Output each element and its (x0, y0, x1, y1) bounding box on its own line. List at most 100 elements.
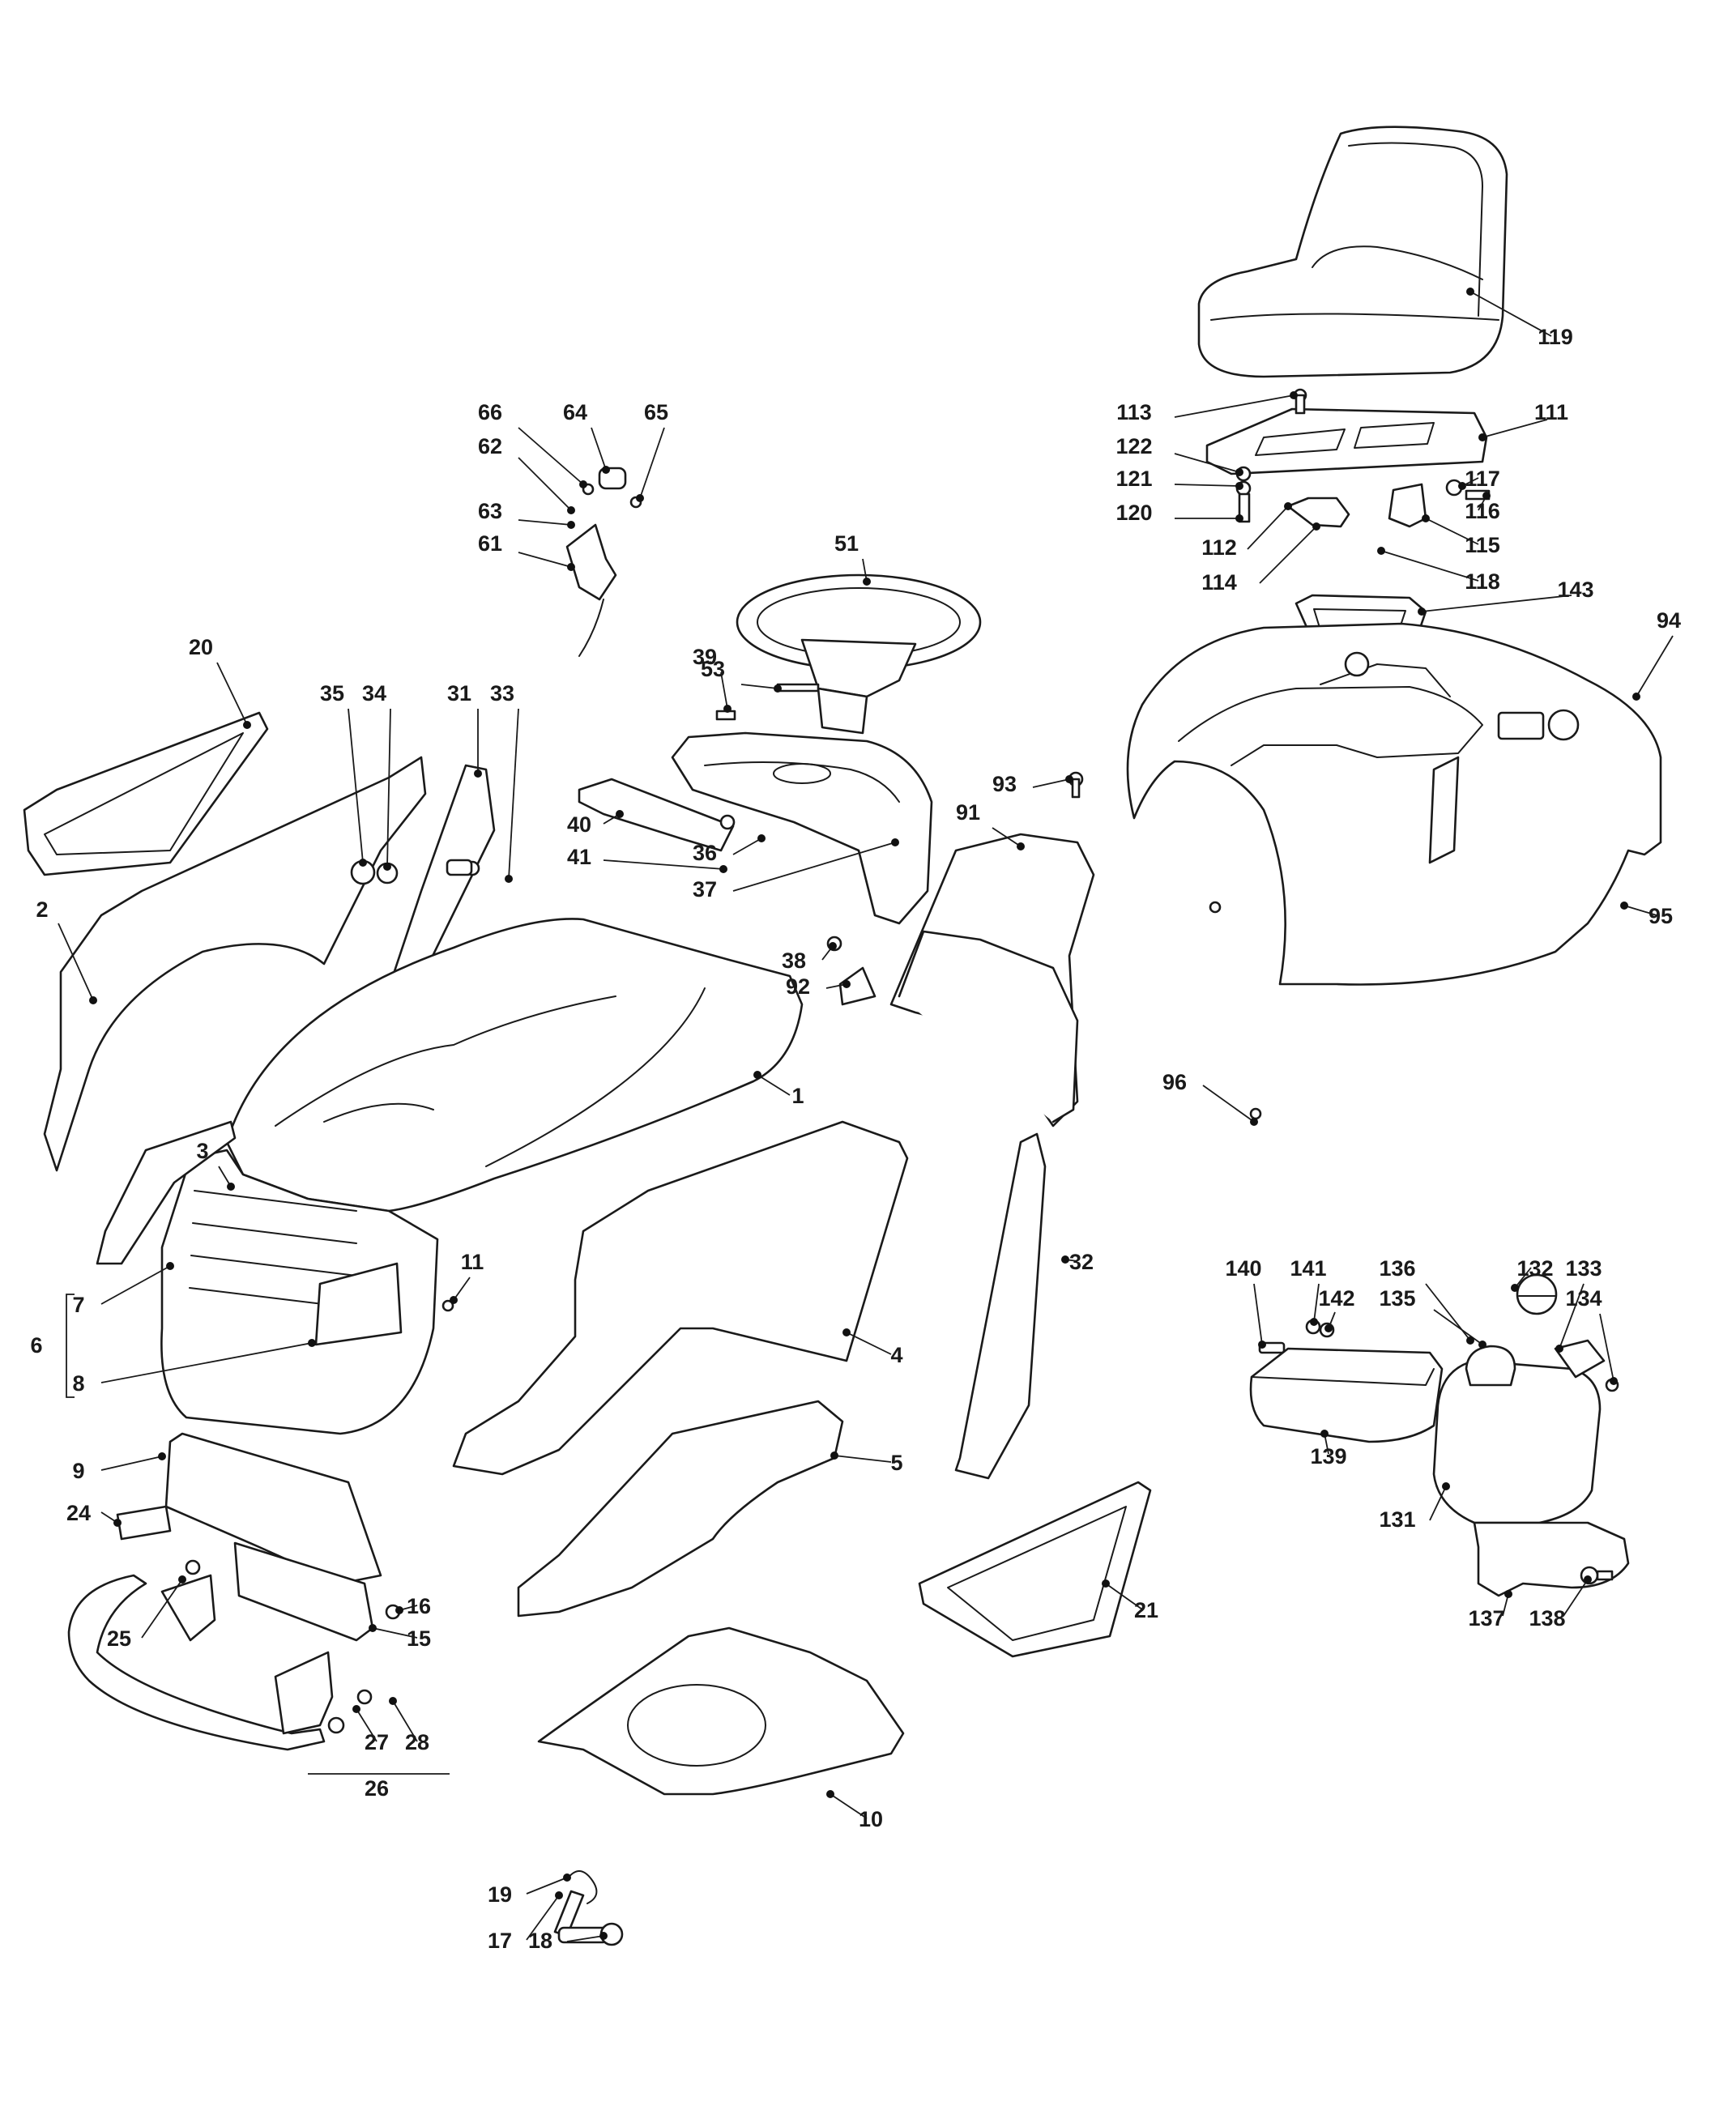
callout-27: 27 (352, 1705, 389, 1754)
leader-dot (1102, 1579, 1110, 1588)
leader-dot (1065, 775, 1073, 783)
callout-label: 117 (1465, 467, 1500, 491)
callout-label: 122 (1115, 434, 1152, 458)
tank-cover-part (1249, 1347, 1444, 1443)
leader-dot (158, 1452, 166, 1460)
leader-dot (891, 838, 899, 846)
leader-dot (1511, 1284, 1519, 1292)
callout-label: 140 (1225, 1256, 1261, 1281)
callout-66: 66 (478, 400, 587, 488)
callout-label: 6 (30, 1333, 42, 1358)
callout-62: 62 (478, 434, 575, 514)
callout-label: 41 (567, 845, 591, 869)
callout-7: 7 (72, 1262, 174, 1317)
front-bracket-part (96, 1120, 237, 1265)
callout-label: 9 (72, 1459, 84, 1483)
seat-plate-part (1205, 388, 1491, 528)
leader-line (100, 1265, 171, 1305)
callout-label: 138 (1529, 1606, 1565, 1630)
leader-line (1421, 595, 1572, 612)
underpan-part (537, 1626, 905, 1796)
bracket-part (578, 778, 735, 852)
leader-dot (474, 769, 482, 778)
fastener-parts (185, 710, 1614, 1705)
leader-line (1469, 291, 1552, 337)
callout-32: 32 (1061, 1250, 1094, 1274)
leader-dot (602, 466, 610, 474)
leader-line (1380, 550, 1479, 582)
leader-line (757, 1074, 791, 1096)
callout-94: 94 (1632, 608, 1681, 701)
callout-label: 53 (701, 657, 725, 681)
callout-label: 65 (644, 400, 668, 424)
leader-line (1429, 1486, 1447, 1521)
callout-label: 96 (1162, 1070, 1187, 1094)
callout-114: 114 (1201, 522, 1320, 595)
callout-61: 61 (478, 531, 575, 571)
callout-95: 95 (1620, 902, 1673, 928)
leader-line (1174, 484, 1240, 487)
leader-line (58, 923, 94, 1001)
leader-line (1636, 635, 1674, 697)
leader-dot (830, 1451, 838, 1460)
leader-line (1482, 419, 1548, 438)
callout-131: 131 (1379, 1482, 1450, 1532)
leader-dot (89, 996, 97, 1004)
callout-label: 16 (407, 1594, 431, 1618)
callout-28: 28 (389, 1697, 429, 1754)
callout-label: 1 (791, 1084, 804, 1108)
leader-dot (719, 865, 727, 873)
leader-line (732, 838, 762, 855)
leader-line (566, 1935, 604, 1942)
callout-51: 51 (834, 531, 871, 586)
leader-line (1433, 1309, 1483, 1345)
leader-line (386, 708, 391, 867)
leader-dot (863, 578, 871, 586)
callout-label: 38 (782, 948, 806, 973)
callout-10: 10 (826, 1790, 883, 1831)
leader-line (1563, 1579, 1589, 1617)
leader-line (100, 1456, 163, 1471)
callout-115: 115 (1422, 514, 1500, 557)
callout-142: 142 (1318, 1286, 1355, 1332)
callout-label: 112 (1201, 535, 1237, 560)
side-panel-upper-part (23, 711, 269, 876)
leader-line (526, 1895, 560, 1941)
leader-line (508, 708, 519, 880)
group-bracket-6 (66, 1294, 75, 1398)
callout-label: 133 (1565, 1256, 1602, 1281)
hood-part (225, 918, 804, 1213)
callout-33: 33 (490, 681, 519, 883)
leader-dot (1017, 842, 1025, 850)
callout-36: 36 (693, 834, 766, 865)
leader-dot (616, 810, 624, 818)
leader-dot (757, 834, 766, 842)
callout-label: 26 (365, 1776, 389, 1801)
rear-fender-part (1126, 622, 1662, 986)
callout-118: 118 (1377, 547, 1500, 594)
leader-dot (753, 1071, 761, 1079)
callout-117: 117 (1458, 467, 1500, 491)
leader-dot (227, 1183, 235, 1191)
pin-part (776, 683, 820, 693)
callout-11: 11 (450, 1250, 484, 1304)
leader-dot (1478, 433, 1486, 441)
leader-line (639, 427, 665, 499)
leader-dot (1632, 693, 1640, 701)
callout-133: 133 (1555, 1256, 1602, 1353)
leader-dot (359, 859, 367, 867)
leader-dot (563, 1873, 571, 1882)
leader-dot (1422, 514, 1430, 522)
leader-line (141, 1579, 183, 1639)
callout-41: 41 (567, 845, 727, 873)
leader-line (372, 1627, 418, 1639)
callout-label: 131 (1379, 1507, 1415, 1532)
callout-label: 17 (488, 1929, 512, 1953)
callout-18: 18 (528, 1929, 608, 1953)
leader-dot (1584, 1575, 1592, 1584)
callout-2: 2 (36, 897, 97, 1004)
callout-121: 121 (1115, 467, 1243, 491)
callout-24: 24 (66, 1501, 122, 1527)
